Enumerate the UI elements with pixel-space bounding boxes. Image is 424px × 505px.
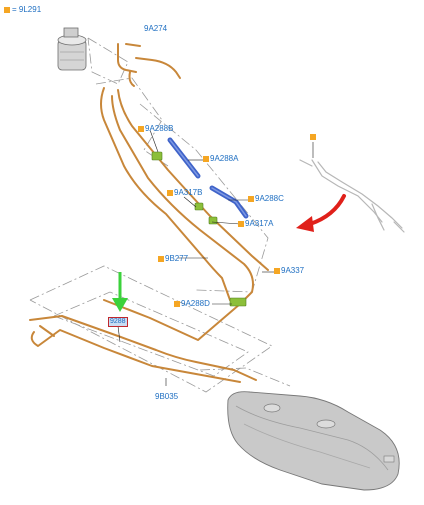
label-9b035: 9B035 bbox=[155, 392, 179, 401]
marker-9a288c bbox=[248, 196, 254, 202]
marker-9a317a bbox=[238, 221, 244, 227]
label-9a317a: 9A317A bbox=[245, 219, 274, 228]
marker-9a288d bbox=[174, 301, 180, 307]
inset-detail bbox=[299, 159, 405, 233]
routing-guides bbox=[29, 37, 291, 393]
bracket-9a288c bbox=[209, 185, 249, 219]
label-9a337: 9A337 bbox=[281, 266, 305, 275]
marker-9a337 bbox=[274, 268, 280, 274]
leader-lines bbox=[117, 129, 276, 386]
label-9a288d: 9A288D bbox=[181, 299, 210, 308]
label-9a274: 9A274 bbox=[144, 24, 168, 33]
bracket-9a288a bbox=[167, 137, 201, 179]
fuel-tank bbox=[227, 391, 400, 491]
label-9a288b: 9A288B bbox=[145, 124, 174, 133]
fuel-pipes bbox=[29, 87, 269, 383]
highlighted-part-9288[interactable]: 9288 bbox=[108, 317, 128, 327]
label-9a317b: 9A317B bbox=[174, 188, 203, 197]
inset-marker bbox=[310, 134, 316, 140]
harness-9a274 bbox=[117, 43, 181, 87]
marker-9a288a bbox=[203, 156, 209, 162]
arrow-down-icon bbox=[112, 272, 128, 312]
fuel-canister bbox=[57, 27, 87, 71]
marker-9b277 bbox=[158, 256, 164, 262]
marker-9a288b bbox=[138, 126, 144, 132]
clips bbox=[151, 151, 247, 307]
label-9a288c: 9A288C bbox=[255, 194, 284, 203]
curved-arrow-icon bbox=[296, 194, 346, 232]
label-9a288a: 9A288A bbox=[210, 154, 239, 163]
label-9b277: 9B277 bbox=[165, 254, 189, 263]
legend-marker bbox=[4, 7, 10, 13]
legend-text: = 9L291 bbox=[12, 5, 42, 14]
marker-9a317b bbox=[167, 190, 173, 196]
